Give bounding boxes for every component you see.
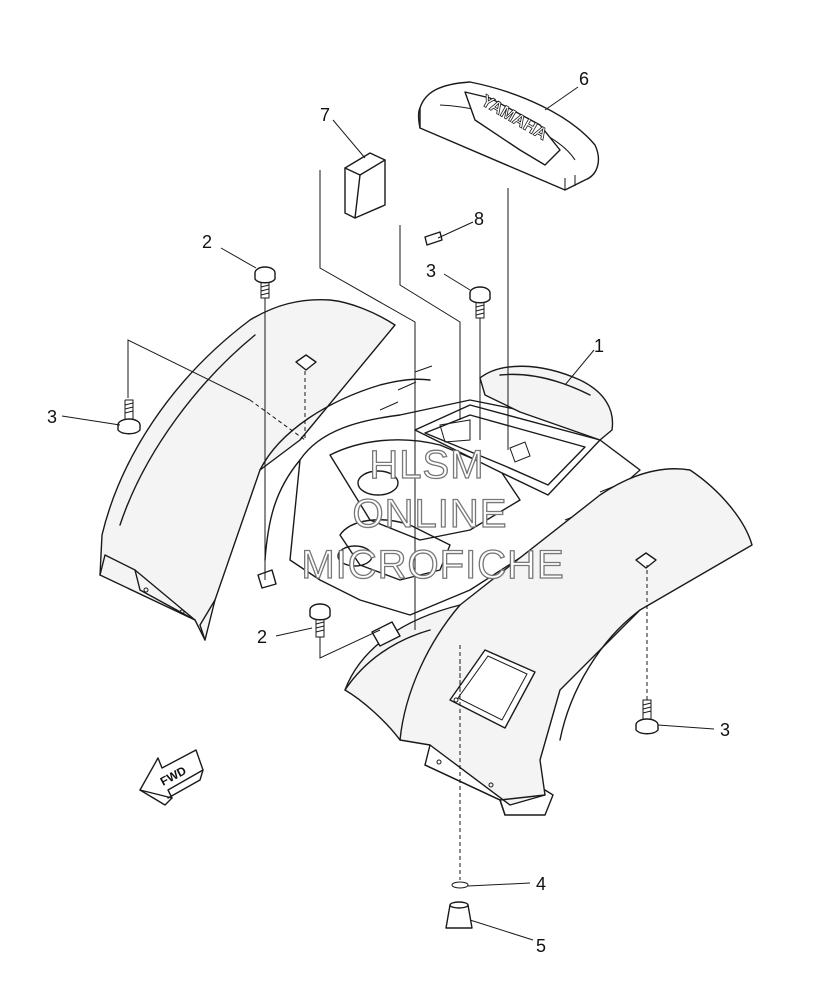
- callout-6: 6: [579, 69, 589, 89]
- callout-3-center: 3: [426, 261, 436, 281]
- watermark-line-1: HLSM: [369, 443, 484, 487]
- bolt-2-upper: [254, 266, 276, 299]
- callout-3-left: 3: [47, 407, 57, 427]
- callout-8: 8: [474, 209, 484, 229]
- seat-cover: YAMAHA: [417, 81, 600, 191]
- callouts: 1 2 2 3 3 3 4 5 6 7 8: [47, 69, 730, 956]
- watermark-line-3: MICROFICHE: [301, 543, 564, 587]
- callout-7: 7: [320, 105, 330, 125]
- callout-3-right: 3: [720, 720, 730, 740]
- fwd-arrow: FWD: [139, 749, 204, 806]
- bolt-3-right: [635, 699, 659, 735]
- callout-5: 5: [536, 936, 546, 956]
- callout-2-lower: 2: [257, 627, 267, 647]
- watermark-line-2: ONLINE: [353, 492, 508, 536]
- bolt-3-center: [469, 286, 491, 319]
- clip-part: [424, 231, 443, 246]
- assembly-lines: [127, 170, 648, 880]
- grommet-part: [445, 901, 473, 929]
- callout-2-upper: 2: [202, 232, 212, 252]
- leader-lines: [61, 86, 715, 941]
- watermark: HLSM ONLINE MICROFICHE: [301, 442, 565, 587]
- damper-block: [344, 152, 386, 219]
- callout-1: 1: [594, 336, 604, 356]
- bolt-3-left: [117, 399, 141, 435]
- bolt-2-lower: [309, 603, 331, 638]
- rear-fender: [99, 298, 753, 816]
- callout-4: 4: [536, 874, 546, 894]
- washer-part: [451, 881, 469, 889]
